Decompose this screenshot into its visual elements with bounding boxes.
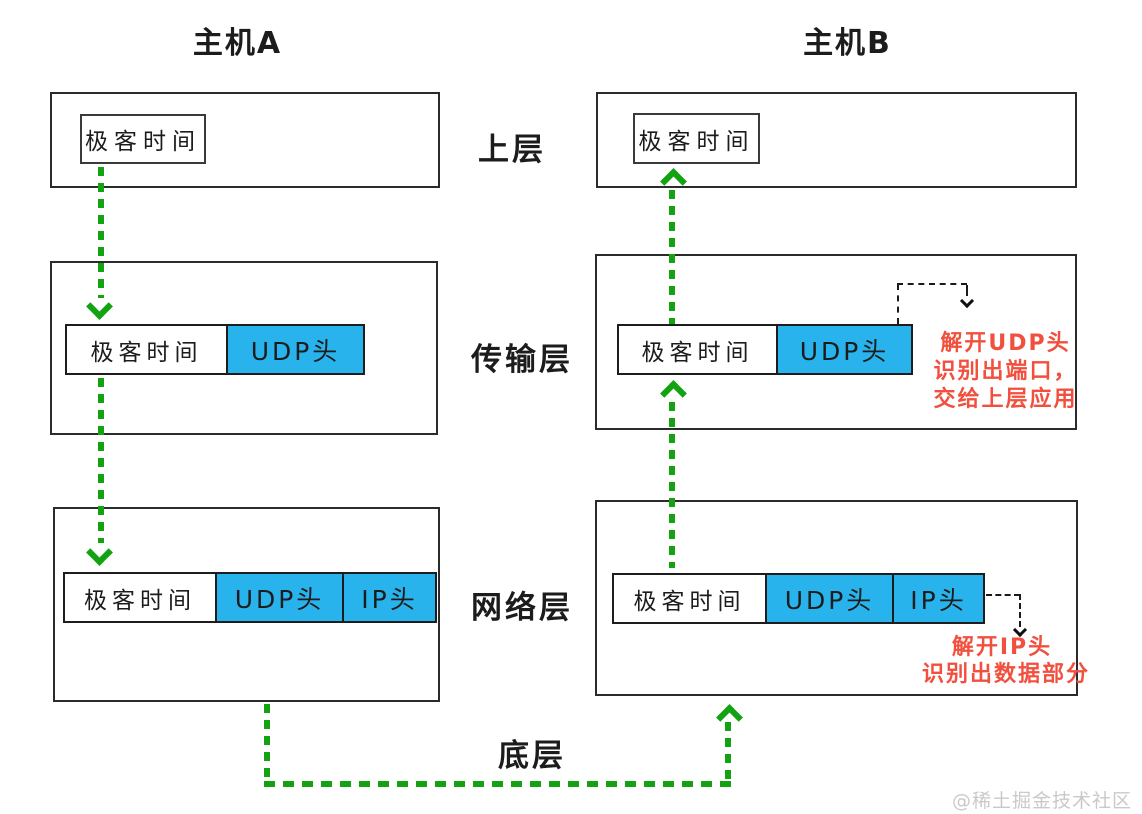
host-a-title: 主机A — [192, 26, 283, 61]
arrow-b-transport-to-upper — [669, 190, 675, 324]
udp-header-label: UDP头 — [250, 336, 341, 366]
ip-unpack-connector-line — [986, 594, 1020, 596]
udp-unpack-note-line: 交给上层应用 — [933, 387, 1078, 412]
packet-data-segment: 极客时间 — [612, 573, 767, 624]
host-b-network-packet-bar: 极客时间 UDP头 IP头 — [612, 573, 985, 624]
watermark: @稀土掘金技术社区 — [951, 790, 1132, 812]
udp-unpack-connector-line — [897, 284, 899, 324]
arrow-a-upper-to-transport — [98, 167, 104, 298]
data-label: 极客时间 — [84, 587, 196, 614]
host-a-upper-data-chip: 极客时间 — [80, 114, 206, 164]
layer-label-transport: 传输层 — [471, 342, 573, 378]
udp-unpack-connector-line — [966, 285, 968, 296]
arrow-b-network-to-transport — [669, 402, 675, 568]
packet-data-segment: 极客时间 — [65, 324, 228, 375]
ip-unpack-note-line: 解开IP头 — [951, 635, 1053, 660]
ip-unpack-connector-line — [1019, 594, 1021, 627]
layer-label-network: 网络层 — [471, 590, 573, 626]
host-b-title: 主机B — [803, 26, 892, 61]
packet-ip-header-segment: IP头 — [892, 573, 985, 624]
ip-unpack-note-line: 识别出数据部分 — [922, 662, 1091, 687]
udp-unpack-connector-line — [897, 283, 967, 285]
arrow-a-transport-to-network — [98, 378, 104, 543]
packet-udp-header-segment: UDP头 — [215, 572, 344, 623]
ip-header-label: IP头 — [910, 585, 967, 615]
layer-label-bottom: 底层 — [498, 738, 566, 774]
udp-unpack-note-line: 识别出端口， — [933, 359, 1078, 384]
ip-unpack-note: 解开IP头 识别出数据部分 — [922, 634, 1091, 688]
packet-udp-header-segment: UDP头 — [765, 573, 894, 624]
data-label: 极客时间 — [85, 129, 201, 155]
bottom-path-left-segment — [264, 704, 270, 784]
bottom-path-horizontal-segment — [264, 781, 731, 787]
data-label: 极客时间 — [638, 128, 755, 155]
udp-unpack-note-line: 解开UDP头 — [940, 331, 1071, 356]
udp-header-label: UDP头 — [784, 585, 875, 615]
udp-header-label: UDP头 — [234, 584, 325, 614]
packet-data-segment: 极客时间 — [63, 572, 217, 623]
data-label: 极客时间 — [90, 339, 203, 366]
packet-udp-header-segment: UDP头 — [226, 324, 365, 375]
host-a-transport-packet-bar: 极客时间 UDP头 — [65, 324, 365, 375]
data-label: 极客时间 — [633, 588, 746, 615]
packet-ip-header-segment: IP头 — [342, 572, 437, 623]
host-a-network-packet-bar: 极客时间 UDP头 IP头 — [63, 572, 437, 623]
ip-header-label: IP头 — [361, 584, 418, 614]
packet-udp-header-segment: UDP头 — [776, 324, 913, 375]
packet-data-segment: 极客时间 — [617, 324, 778, 375]
host-b-upper-data-chip: 极客时间 — [633, 113, 760, 164]
udp-header-label: UDP头 — [799, 336, 890, 366]
bottom-path-right-segment — [725, 722, 731, 784]
host-b-transport-packet-bar: 极客时间 UDP头 — [617, 324, 913, 375]
layer-label-upper: 上层 — [478, 132, 546, 168]
udp-unpack-note: 解开UDP头 识别出端口， 交给上层应用 — [933, 330, 1078, 414]
arrow-up-icon — [716, 704, 743, 731]
data-label: 极客时间 — [641, 339, 754, 366]
